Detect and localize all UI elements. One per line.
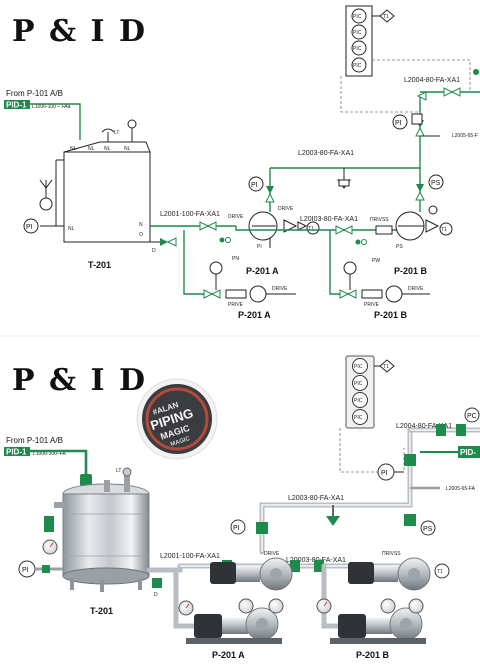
top-drive-b-low: DRIVE — [408, 286, 424, 292]
top-tank-tag: T-201 — [88, 260, 111, 270]
top-tank-o: O — [139, 232, 143, 238]
top-tank-nl1: NL — [70, 146, 77, 152]
top-suction-b-lower — [329, 230, 350, 295]
top-source-line: L1006-100 – FAa — [32, 104, 71, 110]
top-page-title: P & I D — [12, 14, 147, 49]
top-source-label: From P-101 A/B — [6, 89, 63, 98]
top-prive-a: PRIVE — [228, 302, 244, 308]
bottom-tank-t201: LT PI — [18, 467, 150, 592]
top-pic-1: PIC — [353, 14, 362, 20]
bottom-pump-b-tag: P-201 B — [356, 650, 390, 660]
bottom-feed-line — [30, 449, 88, 480]
bottom-t1: T1 — [437, 569, 443, 575]
top-tank-pi: PI — [26, 224, 33, 231]
top-pump-b-tag-low: P-201 B — [374, 310, 408, 320]
bottom-tank-pi: PI — [22, 567, 29, 574]
top-tank-nl3: NL — [104, 146, 111, 152]
top-signal-line — [372, 59, 471, 90]
bottom-line-l2005: L2005-65-FA — [446, 486, 476, 492]
top-t1-b: T1 — [441, 227, 447, 233]
top-pic-t1: T1 — [383, 14, 389, 20]
top-line-l2003: L2003-80-FA-XA1 — [298, 150, 354, 157]
bottom-pid-badge-text: PID-1 — [6, 448, 27, 457]
bottom-suction-a-lower — [173, 567, 203, 629]
top-pic-3: PIC — [353, 46, 362, 52]
top-tank-nl4: NL — [124, 146, 131, 152]
bottom-pump-b-ps: PS — [423, 526, 433, 533]
top-pump-a-drive1: DRIVE — [228, 214, 244, 220]
top-pump-b-ps-bubble: PS — [431, 180, 441, 187]
top-line-l2004: L2004-80-FA-XA1 — [404, 77, 460, 84]
top-pump-a-pi-bubble: PI — [251, 182, 258, 189]
top-tank-lt: LT — [114, 130, 119, 136]
top-drive-a-low: DRIVE — [272, 286, 288, 292]
bottom-drain-d: D — [154, 592, 158, 598]
bottom-riser-pi: PI — [381, 470, 388, 477]
top-pump-a-tag: P-201 A — [246, 266, 279, 276]
top-pump-a-pi: PI — [257, 244, 262, 250]
bottom-pid-right: PID- — [460, 448, 476, 457]
bottom-pic-stack: PIC PIC PIC PIC T1 — [345, 355, 395, 429]
top-discharge-header — [270, 96, 421, 169]
bottom-page-title: P & I D — [12, 363, 147, 398]
top-pump-a-tag-low: P-201 A — [238, 310, 271, 320]
bottom-suction-b-lower — [321, 563, 343, 629]
top-line-l2001: L2001-100-FA-XA1 — [160, 211, 220, 218]
bottom-pic-t1: T1 — [383, 364, 389, 370]
bottom-pc: PC — [467, 413, 477, 420]
top-pump-b-ps: PS — [396, 244, 403, 250]
top-pump-b-trivss: ΠRIVSS — [370, 217, 389, 223]
bottom-tank-lt: LT — [116, 468, 121, 474]
bottom-line-l2001: L2001-100-FA-XA1 — [160, 553, 220, 560]
top-pid-badge — [4, 100, 30, 109]
top-pump-a-pn: PN — [232, 256, 239, 262]
bottom-tank-tag: T-201 — [90, 606, 113, 616]
bottom-pump-a-pi: PI — [233, 525, 240, 532]
top-pump-b: ΠRIVSS PS PW T1 PS — [370, 168, 453, 264]
top-line-l2005: L2005-65-F — [452, 133, 478, 139]
bottom-pump-a-drive: DRIVE — [264, 551, 280, 557]
top-pump-b-pw: PW — [372, 258, 380, 264]
bottom-pic-3: PIC — [354, 398, 363, 404]
top-tank-t201: LT NL NL NL NL NL N O PI — [23, 119, 151, 243]
bottom-source-label: From P-101 A/B — [6, 436, 63, 445]
bottom-pic-1: PIC — [354, 364, 363, 370]
top-t1-a: T1 — [308, 226, 314, 232]
top-pic-stack: PIC PIC PIC PIC T1 — [345, 5, 395, 77]
top-tank-n: N — [139, 222, 143, 228]
piping-magic-logo: #ALAN PIPING MAGIC MAGIC — [136, 378, 218, 460]
bottom-signal-loop — [339, 428, 405, 473]
top-tank-nl2: NL — [88, 146, 95, 152]
bottom-pump-b-trivss: ΠRIVSS — [382, 551, 401, 557]
top-pump-a-drive2: DRIVE — [278, 206, 294, 212]
top-pid-badge-text: PID-1 — [6, 101, 27, 110]
bottom-source-line: L1006-100–FA — [33, 451, 66, 457]
bottom-discharge-header — [259, 427, 413, 555]
bottom-pump-b-upper: T1 — [348, 557, 450, 591]
top-line-l20103: L20I03-80-FA-XA1 — [300, 216, 358, 223]
top-drain-d: D — [152, 248, 156, 254]
top-feed-line — [30, 103, 81, 140]
top-pic-2: PIC — [353, 30, 362, 36]
bottom-pid-badge — [4, 447, 30, 456]
bottom-pic-4: PIC — [354, 415, 363, 421]
bottom-render: P & I D #ALAN PIPING MAGIC MAGIC PIC PIC… — [4, 355, 480, 660]
bottom-pic-2: PIC — [354, 381, 363, 387]
bottom-pid-right-badge — [458, 446, 480, 458]
bottom-line-l2004: L2004-80-FA-XA1 — [396, 423, 452, 430]
top-pic-4: PIC — [353, 63, 362, 69]
top-prive-b: PRIVE — [364, 302, 380, 308]
top-riser-pi: PI — [395, 120, 402, 127]
top-pump-a: DRIVE DRIVE PI PN PI T1 — [228, 168, 320, 262]
bottom-pump-a-tag: P-201 A — [212, 650, 245, 660]
top-pump-b-tag: P-201 B — [394, 266, 428, 276]
bottom-pump-a-upper — [210, 557, 293, 591]
bottom-pump-a-lower — [186, 598, 284, 644]
top-suction-a-lower — [183, 230, 215, 295]
bottom-line-l2003: L2003-80-FA-XA1 — [288, 495, 344, 502]
top-tank-nl5: NL — [68, 226, 75, 232]
bottom-pump-b-lower — [330, 598, 426, 644]
top-schematic: P & I D PIC PIC PIC PIC T1 From P-101 A/… — [4, 5, 480, 320]
